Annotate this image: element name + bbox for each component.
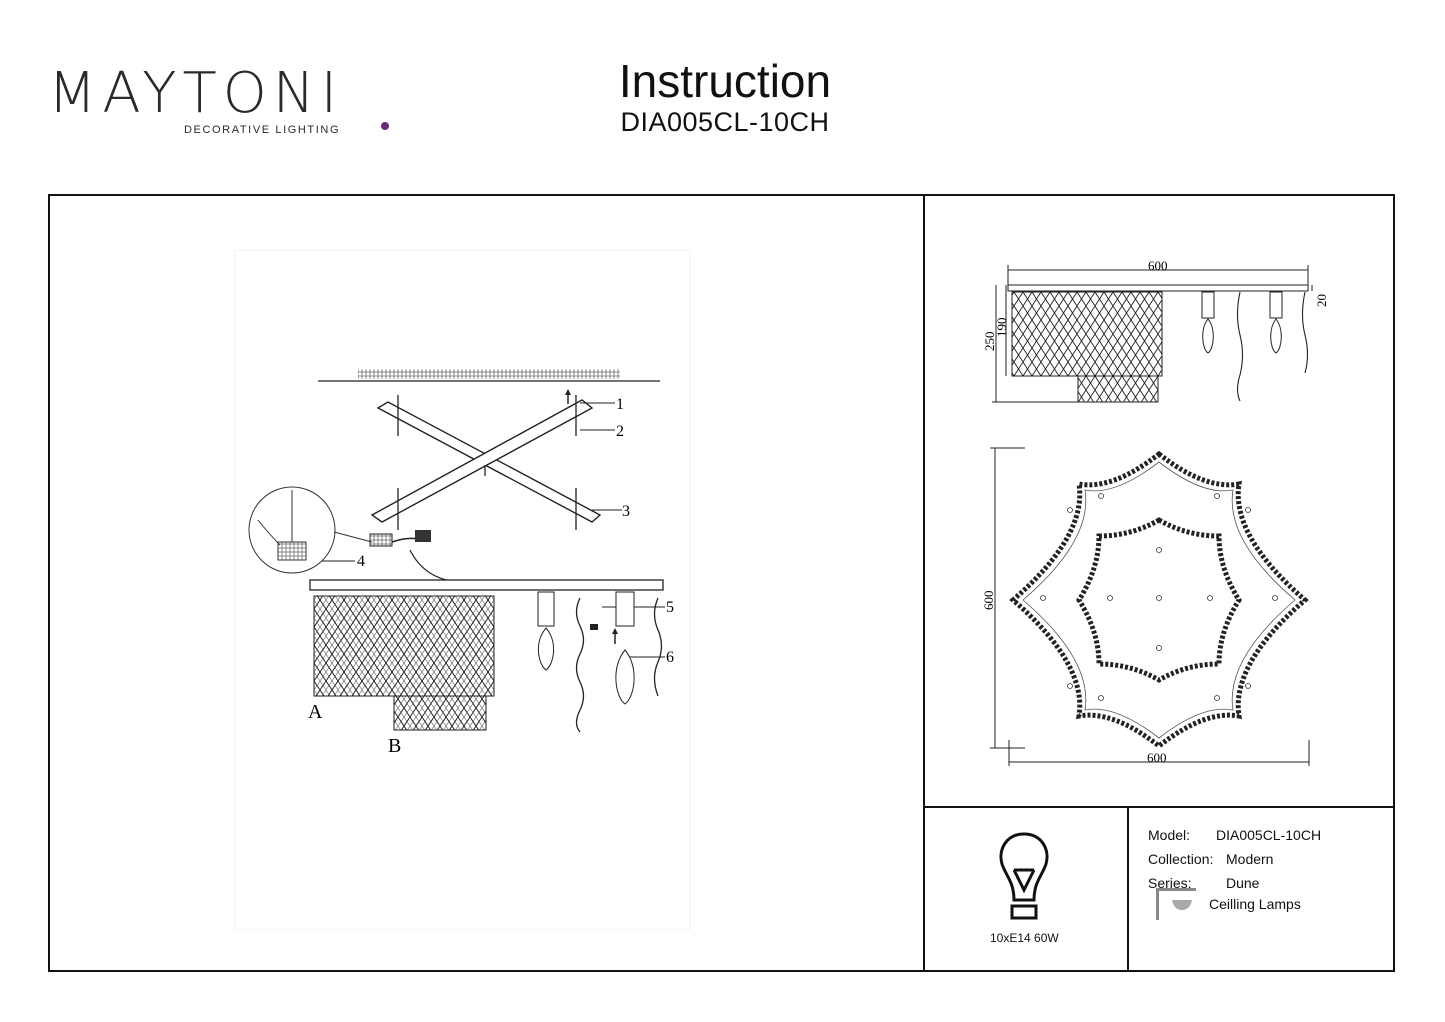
base-plate <box>309 579 664 591</box>
side-elevation-drawing: 600 250 190 20 <box>982 258 1329 403</box>
collection-value: Modern <box>1226 851 1274 867</box>
crystal-curtain-a <box>313 595 495 697</box>
candle-socket-left <box>537 591 555 627</box>
model-code: DIA005CL-10CH <box>620 107 830 137</box>
wire-connector <box>415 530 431 542</box>
bulb-caption: 10xE14 60W <box>990 931 1059 945</box>
brand-dot <box>381 122 389 130</box>
bulb-right <box>615 649 635 705</box>
side-canopy <box>1007 284 1309 292</box>
divider-horizontal <box>923 806 1395 808</box>
callout-2: 2 <box>616 423 624 440</box>
top-plan-drawing: 600 600 <box>981 447 1310 766</box>
cross-bracket <box>370 399 602 523</box>
brand-logo: MAYTONI DECORATIVE LIGHTING <box>48 61 389 142</box>
collection-label: Collection: <box>1148 851 1214 867</box>
model-label: Model: <box>1148 827 1191 843</box>
callout-4: 4 <box>357 553 365 570</box>
outer-crystal-ring <box>1009 450 1309 750</box>
crystal-strands <box>575 597 663 733</box>
divider-spec <box>1127 806 1129 972</box>
side-crystal-lower <box>1077 375 1159 403</box>
terminal-block <box>369 533 393 547</box>
brand-name: MAYTONI <box>48 61 344 126</box>
series-label: Series: <box>1148 875 1192 891</box>
crystal-curtain-b <box>393 695 487 731</box>
part-label-a: A <box>308 701 323 723</box>
bracket-screws <box>397 395 577 530</box>
model-value: DIA005CL-10CH <box>1216 827 1322 843</box>
callout-3: 3 <box>622 503 630 520</box>
part-label-b: B <box>388 735 401 757</box>
dim-top-height: 600 <box>981 591 996 611</box>
ceiling-crystal-band <box>358 369 620 379</box>
dim-side-height-body: 190 <box>994 318 1009 338</box>
callout-5: 5 <box>666 599 674 616</box>
series-value: Dune <box>1226 875 1260 891</box>
divider-vertical <box>923 194 925 972</box>
dim-side-canopy: 20 <box>1314 294 1329 307</box>
callout-1: 1 <box>616 396 624 413</box>
inner-crystal-ring <box>1076 517 1242 683</box>
dim-side-width: 600 <box>1148 258 1168 273</box>
dim-top-width: 600 <box>1147 750 1167 765</box>
candle-socket-right <box>615 591 635 627</box>
document-frame <box>48 194 1395 972</box>
dim-side-height-total: 250 <box>982 332 997 352</box>
ceiling-lamp-icon <box>1156 888 1196 920</box>
page-title: Instruction <box>618 55 832 107</box>
side-crystal-body <box>1011 291 1163 377</box>
bulb-left <box>538 627 554 671</box>
mounting-points <box>1040 493 1278 701</box>
type-value: Ceilling Lamps <box>1209 896 1301 912</box>
brand-tagline: DECORATIVE LIGHTING <box>184 124 341 136</box>
light-bulb-icon <box>999 832 1049 920</box>
assembly-diagram: 1 2 3 4 5 6 A B <box>234 249 691 930</box>
callout-6: 6 <box>666 649 674 666</box>
